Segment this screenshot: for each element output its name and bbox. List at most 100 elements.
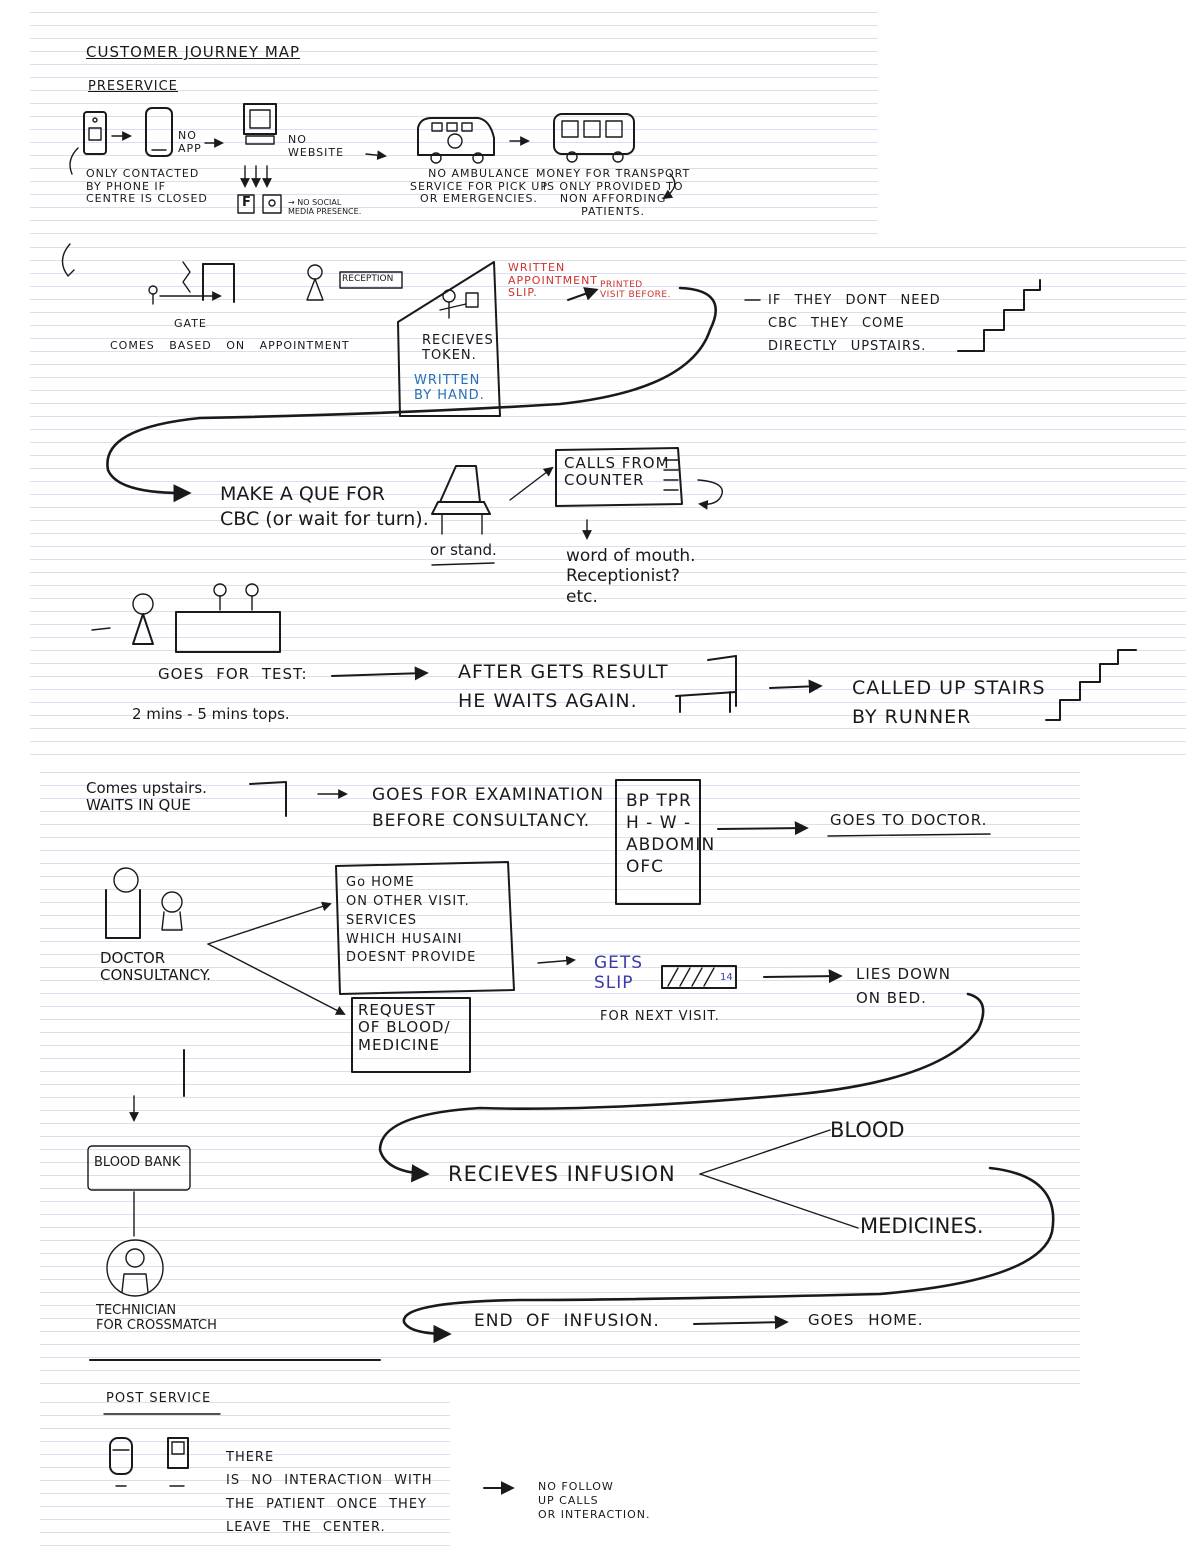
doctor-icon	[105, 867, 183, 939]
chair-icon	[431, 465, 491, 535]
medicines-label: MEDICINES.	[860, 1214, 984, 1238]
ambulance-note: NO AMBULANCE SERVICE FOR PICK UP OR EMER…	[410, 167, 548, 206]
arrow-to-counter	[509, 466, 554, 501]
queue-note: MAKE A QUE FOR CBC (or wait for turn).	[220, 483, 429, 530]
preservice-heading: PRESERVICE	[88, 79, 178, 94]
ambulance-icon	[417, 117, 495, 164]
called-upstairs-note: CALLED UP STAIRS BY RUNNER	[852, 677, 1046, 729]
go-home-box-text: Go HOME ON OTHER VISIT. SERVICES WHICH H…	[346, 875, 477, 966]
underline-or-stand	[431, 562, 495, 566]
corner-mark	[249, 781, 287, 817]
arrow-called-upstairs	[769, 679, 823, 694]
reception-counter	[339, 271, 403, 289]
counter-box	[555, 447, 683, 507]
goes-home-label: GOES HOME.	[808, 1311, 924, 1329]
receives-infusion-label: RECIEVES INFUSION	[448, 1162, 676, 1186]
ruled-sheet-bottom	[40, 1390, 450, 1555]
token-card	[397, 261, 501, 417]
written-by-hand-note: WRITTEN BY HAND.	[414, 373, 485, 403]
gate-label: GATE	[174, 317, 207, 330]
arrow-to-go-home	[207, 901, 332, 945]
arrow-to-slip	[537, 955, 576, 966]
transport-note: MONEY FOR TRANSPORT IS ONLY PROVIDED TO …	[536, 167, 691, 218]
branch-medicines	[699, 1173, 859, 1229]
or-stand-note: or stand.	[430, 541, 497, 559]
technician-icon	[106, 1239, 164, 1297]
page-title: CUSTOMER JOURNEY MAP	[86, 43, 301, 61]
blood-label: BLOOD	[830, 1118, 905, 1142]
no-follow-up-note: NO FOLLOW UP CALLS OR INTERACTION.	[538, 1480, 651, 1521]
blood-bank-label: BLOOD BANK	[94, 1155, 181, 1170]
goes-to-doctor-label: GOES TO DOCTOR.	[830, 811, 988, 829]
word-of-mouth-note: word of mouth. Receptionist? etc.	[566, 546, 696, 607]
arrow-to-bed	[763, 969, 843, 984]
gets-slip-note: GETS SLIP	[594, 953, 644, 993]
facebook-icon	[237, 194, 255, 214]
appointment-note: COMES BASED ON APPOINTMENT	[110, 339, 350, 352]
after-result-note: AFTER GETS RESULT HE WAITS AGAIN.	[458, 661, 669, 713]
printed-note: PRINTED VISIT BEFORE.	[600, 280, 671, 301]
arrow-to-ambulance	[365, 150, 387, 161]
slip-number: 14	[720, 972, 733, 983]
no-website-note: NO WEBSITE	[288, 133, 345, 159]
curl-arrow-counter	[697, 479, 723, 510]
written-appointment-note: WRITTEN APPOINTMENT SLIP.	[508, 261, 599, 300]
bracket-phone	[69, 147, 79, 175]
arrow-to-request	[207, 943, 346, 1015]
no-social-note: → NO SOCIAL MEDIA PRESENCE.	[288, 198, 362, 217]
calls-counter-label: CALLS FROM COUNTER	[564, 454, 670, 490]
phone-icon	[83, 111, 107, 155]
ruled-sheet-middle	[30, 235, 1186, 755]
test-duration-note: 2 mins - 5 mins tops.	[132, 705, 290, 723]
social-icon	[262, 194, 282, 214]
no-app-note: NO APP	[178, 129, 202, 155]
curl-arrow-arrival	[61, 243, 75, 277]
arrow-goes-home	[693, 1315, 789, 1330]
token-note: RECIEVES TOKEN.	[422, 333, 494, 363]
examination-note: GOES FOR EXAMINATION BEFORE CONSULTANCY.	[372, 785, 605, 832]
arrow-printed-slip	[567, 287, 599, 301]
underline-goes-to-doctor	[827, 833, 991, 837]
comes-upstairs-note: Comes upstairs. WAITS IN QUE	[86, 779, 207, 815]
next-visit-note: FOR NEXT VISIT.	[600, 1009, 720, 1024]
lies-down-note: LIES DOWN ON BED.	[856, 965, 951, 1007]
journey-path-3	[402, 1166, 1055, 1344]
facebook-letter: F	[242, 195, 251, 210]
doctor-consultancy-label: DOCTOR CONSULTANCY.	[100, 949, 211, 985]
stairs-icon-1	[957, 279, 1041, 352]
arrow-test-lead	[91, 627, 111, 631]
smartphone-icon	[145, 107, 173, 157]
slip-icon	[661, 965, 737, 989]
reception-label: RECEPTION	[342, 274, 394, 284]
arrow-to-result	[331, 666, 429, 681]
request-box	[351, 997, 471, 1073]
end-infusion-label: END OF INFUSION.	[474, 1311, 660, 1331]
bus-icon	[553, 113, 635, 163]
arrow-to-doctor	[717, 821, 809, 836]
go-home-box	[335, 861, 515, 995]
landline-icon	[109, 1437, 133, 1487]
no-cbc-note: IF THEY DONT NEED CBC THEY COME DIRECTLY…	[768, 293, 941, 354]
stairs-icon-2	[1045, 649, 1137, 721]
vitals-list: BP TPR H - W - ABDOMIN OFC	[626, 791, 716, 878]
technician-label: TECHNICIAN FOR CROSSMATCH	[96, 1303, 217, 1333]
goes-for-test-note: GOES FOR TEST:	[158, 665, 308, 683]
vitals-box	[615, 779, 701, 905]
curved-arrow-preservice	[662, 173, 676, 200]
branch-blood	[699, 1129, 831, 1175]
blood-bank-box	[87, 1145, 191, 1191]
journey-path-2	[378, 992, 985, 1183]
arrows-down-to-social	[240, 165, 272, 188]
request-box-text: REQUEST OF BLOOD/ MEDICINE	[358, 1001, 451, 1054]
journey-path-1	[106, 286, 717, 503]
lab-test-icon	[132, 583, 281, 653]
computer-icon	[243, 103, 277, 145]
gate-icon	[148, 261, 235, 305]
payphone-icon	[167, 1437, 189, 1487]
no-interaction-note: THERE IS NO INTERACTION WITH THE PATIENT…	[226, 1450, 433, 1536]
post-service-heading: POST SERVICE	[106, 1391, 212, 1406]
waiting-chair-icon	[675, 655, 737, 713]
phone-contact-note: ONLY CONTACTED BY PHONE IF CENTRE IS CLO…	[86, 167, 208, 206]
